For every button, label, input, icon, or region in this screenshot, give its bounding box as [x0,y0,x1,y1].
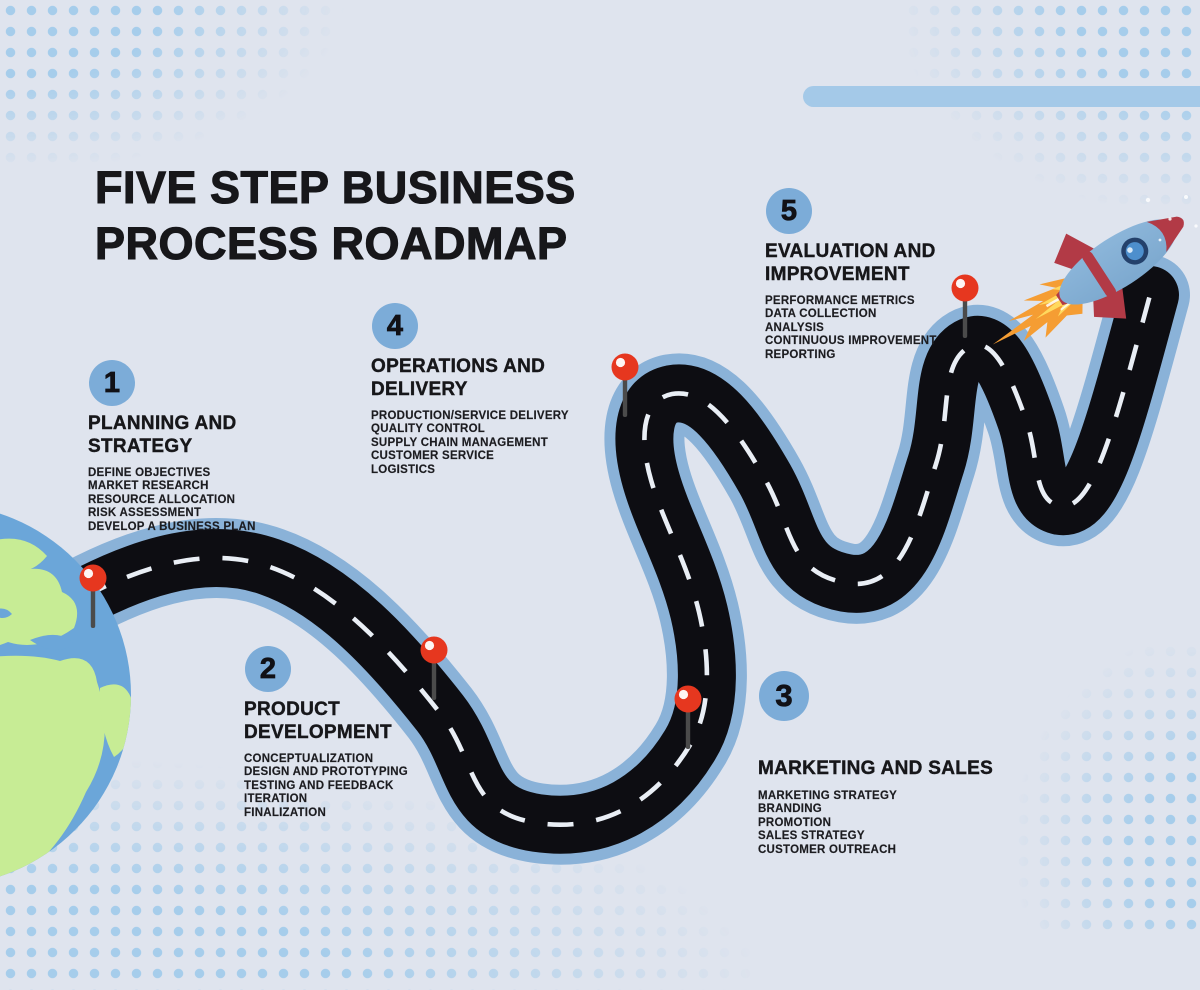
list-item: QUALITY CONTROL [371,423,486,436]
step-2-block: 2 PRODUCT DEVELOPMENT CONCEPTUALIZATION … [244,646,474,820]
step-1-title-line: STRATEGY [88,436,193,457]
list-item: ITERATION [244,793,308,806]
step-3-title: MARKETING AND SALES [758,757,1018,780]
globe-icon [0,513,131,886]
step-1-items: DEFINE OBJECTIVES MARKET RESEARCH RESOUR… [88,467,318,534]
list-item: CUSTOMER OUTREACH [758,843,897,856]
road [0,255,1190,865]
page-title: FIVE STEP BUSINESS PROCESS ROADMAP [94,160,695,272]
list-item: DATA COLLECTION [765,308,877,321]
list-item: REPORTING [765,348,836,361]
step-3-block: 3 MARKETING AND SALES MARKETING STRATEGY… [758,671,1018,857]
list-item: ANALYSIS [765,321,825,334]
list-item: CONTINUOUS IMPROVEMENT [765,335,937,348]
step-3-items: MARKETING STRATEGY BRANDING PROMOTION SA… [758,790,1018,857]
lane-dashes [38,294,1153,827]
step-4-items: PRODUCTION/SERVICE DELIVERY QUALITY CONT… [371,410,606,477]
step-2-number-badge: 2 [245,646,291,692]
rocket-icon [992,216,1184,345]
list-item: SALES STRATEGY [758,830,865,843]
step-1-title: PLANNING AND STRATEGY [88,412,318,458]
step-4-title-line: DELIVERY [371,379,468,400]
step-2-items: CONCEPTUALIZATION DESIGN AND PROTOTYPING… [244,753,474,820]
step-1-number-badge: 1 [89,360,135,406]
rocket-fin-bottom [1093,282,1127,319]
step-5-number-badge: 5 [766,188,812,234]
step-5-title-line: IMPROVEMENT [765,264,910,285]
list-item: FINALIZATION [244,806,326,819]
step-4-title-line: OPERATIONS AND [371,356,546,377]
rocket-band [1082,251,1116,298]
list-item: DEFINE OBJECTIVES [88,467,211,479]
step-4-number-badge: 4 [372,303,418,349]
list-item: PROMOTION [758,816,832,829]
star-speckles [1145,195,1198,242]
list-item: BRANDING [758,803,822,816]
rocket-body [1059,219,1177,305]
list-item: RESOURCE ALLOCATION [88,493,236,506]
step-5-items: PERFORMANCE METRICS DATA COLLECTION ANAL… [765,295,985,362]
list-item: SUPPLY CHAIN MANAGEMENT [371,436,548,449]
step-3-title-line: MARKETING AND SALES [758,758,994,779]
list-item: TESTING AND FEEDBACK [244,779,394,792]
step-1-block: 1 PLANNING AND STRATEGY DEFINE OBJECTIVE… [88,360,318,534]
step-5-title: EVALUATION AND IMPROVEMENT [765,240,985,286]
list-item: DEVELOP A BUSINESS PLAN [88,520,256,533]
list-item: MARKET RESEARCH [88,480,209,493]
list-item: LOGISTICS [371,463,436,476]
rocket-nose [1146,216,1184,253]
title-line-2: PROCESS ROADMAP [94,217,568,269]
step-5-title-line: EVALUATION AND [765,241,936,262]
step-2-title-line: PRODUCT [244,699,341,720]
list-item: PRODUCTION/SERVICE DELIVERY [371,410,569,422]
title-line-1: FIVE STEP BUSINESS [94,161,576,213]
step-5-block: 5 EVALUATION AND IMPROVEMENT PERFORMANCE… [765,188,985,362]
step-4-title: OPERATIONS AND DELIVERY [371,355,606,401]
list-item: CUSTOMER SERVICE [371,450,495,463]
list-item: MARKETING STRATEGY [758,790,898,802]
step-4-block: 4 OPERATIONS AND DELIVERY PRODUCTION/SER… [371,303,606,477]
step-2-title: PRODUCT DEVELOPMENT [244,698,474,744]
rocket-fin-top [1054,233,1100,271]
list-item: CONCEPTUALIZATION [244,753,374,765]
step-1-title-line: PLANNING AND [88,413,237,434]
step-2-title-line: DEVELOPMENT [244,722,392,743]
list-item: DESIGN AND PROTOTYPING [244,766,408,779]
decorative-bar [803,86,1200,107]
list-item: PERFORMANCE METRICS [765,295,915,307]
list-item: RISK ASSESSMENT [88,507,202,520]
step-3-number-badge: 3 [759,671,809,721]
